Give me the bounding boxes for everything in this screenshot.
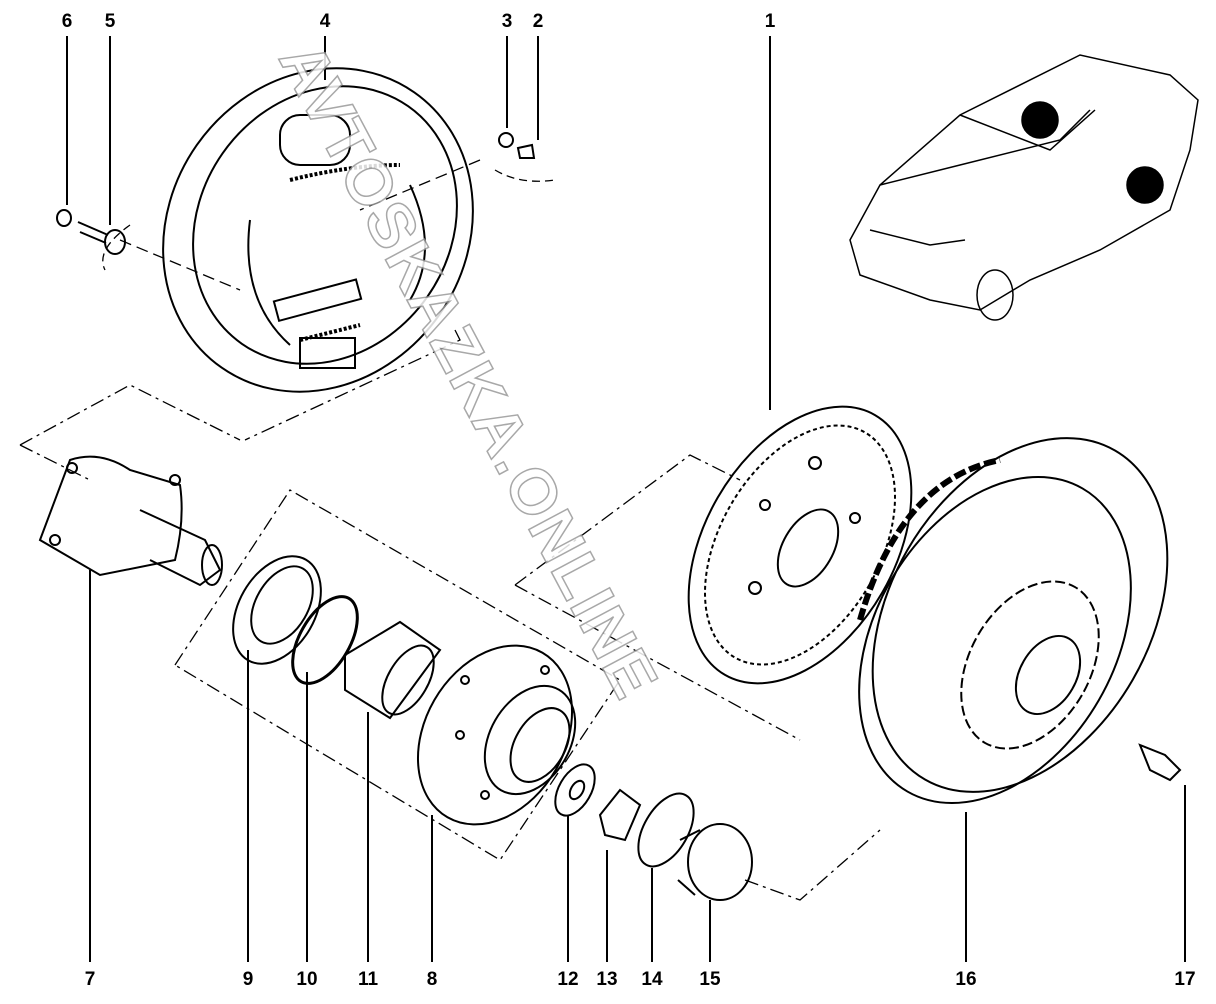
callout-11: 11 xyxy=(357,969,379,990)
callout-5: 5 xyxy=(104,11,116,32)
seal-and-bearing xyxy=(232,555,442,720)
brake-backplate-assembly xyxy=(162,67,474,393)
brake-drum xyxy=(857,437,1169,804)
callout-6: 6 xyxy=(61,11,73,32)
callout-15: 15 xyxy=(699,969,721,990)
hub xyxy=(416,644,577,826)
callout-9: 9 xyxy=(242,969,254,990)
hub-fasteners xyxy=(554,763,753,901)
callout-2: 2 xyxy=(532,11,544,32)
callout-10: 10 xyxy=(296,969,318,990)
callout-17: 17 xyxy=(1174,969,1196,990)
callout-14: 14 xyxy=(641,969,663,990)
leader-lines xyxy=(66,36,1186,962)
callout-8: 8 xyxy=(426,969,438,990)
car-illustration xyxy=(849,54,1199,321)
assembly-dash-lines xyxy=(19,159,881,901)
bleeder-stud xyxy=(1138,743,1182,782)
callout-4: 4 xyxy=(319,11,331,32)
small-fasteners xyxy=(56,132,536,255)
callout-12: 12 xyxy=(557,969,579,990)
callout-16: 16 xyxy=(955,969,977,990)
callout-3: 3 xyxy=(501,11,513,32)
callout-7: 7 xyxy=(84,969,96,990)
callout-13: 13 xyxy=(596,969,618,990)
axle-flange xyxy=(38,455,223,587)
callout-1: 1 xyxy=(764,11,776,32)
